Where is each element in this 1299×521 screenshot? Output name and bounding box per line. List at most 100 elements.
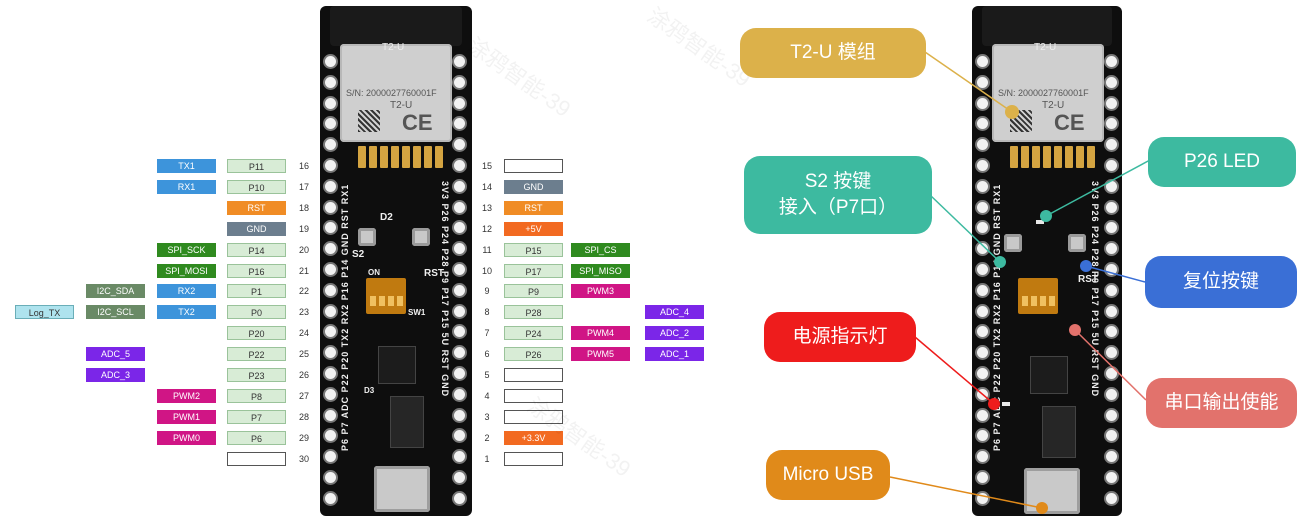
header-hole: [1106, 97, 1117, 109]
micro-usb-port: [374, 466, 430, 512]
header-hole: [325, 347, 336, 359]
power-marker: [988, 398, 1000, 410]
pin-name: P7: [227, 409, 286, 424]
module-title-2: T2-U: [1034, 42, 1057, 53]
pin-number: 11: [482, 244, 492, 255]
pin-number: 27: [298, 390, 309, 401]
header-hole: [325, 368, 336, 379]
pin-function: TX1: [157, 159, 216, 173]
header-hole: [325, 222, 336, 234]
header-hole: [977, 305, 988, 317]
ce-mark-2: CE: [1054, 110, 1085, 135]
header-hole: [454, 180, 465, 192]
pin-function: I2C_SCL: [86, 305, 145, 320]
module-title: T2-U: [382, 42, 405, 53]
pin-function: Log_TX: [15, 305, 74, 320]
callout-s2-line2: 接入（P7口）: [778, 197, 898, 218]
silk-d2: D2: [380, 212, 393, 223]
header-hole: [1106, 326, 1117, 338]
module-pad: [358, 146, 366, 168]
pin-function: SPI_MISO: [571, 263, 630, 278]
header-hole: [454, 326, 465, 338]
pin-number: 6: [484, 349, 490, 360]
pin-name: +3.3V: [504, 430, 563, 445]
pin-number: 2: [484, 432, 490, 443]
header-hole: [454, 492, 465, 504]
header-hole: [977, 118, 988, 130]
header-hole: [977, 180, 988, 192]
header-hole: [1106, 118, 1117, 130]
header-hole: [977, 139, 988, 151]
serial-marker: [1069, 324, 1081, 336]
header-hole: [1106, 492, 1117, 504]
pin-number: 12: [481, 223, 492, 234]
left-board-image: T2-U S/N: 2000027760001F T2-U CE P6 P7 A…: [320, 6, 472, 516]
pin-name: +5V: [504, 221, 563, 236]
pin-name: P10: [227, 179, 286, 194]
header-hole: [454, 472, 465, 483]
pin-name: [504, 451, 563, 466]
header-hole: [1106, 56, 1117, 67]
pin-name: P22: [227, 347, 286, 362]
qr-code-icon: [358, 110, 380, 132]
pin-function: PWM3: [571, 284, 630, 299]
header-hole: [1106, 284, 1117, 296]
header-hole: [325, 326, 336, 338]
header-hole: [977, 222, 988, 234]
header-hole: [454, 409, 465, 421]
t2u-module: T2-U S/N: 2000027760001F T2-U CE: [340, 42, 452, 142]
module-pad: [369, 146, 377, 168]
pin-number: 13: [481, 202, 492, 213]
module-name-2: T2-U: [1042, 100, 1065, 111]
pin-number: 14: [481, 181, 492, 192]
header-hole: [325, 243, 336, 255]
pin-function: SPI_SCK: [157, 242, 216, 257]
pin-name: [504, 409, 563, 424]
pin-number: 26: [298, 370, 309, 380]
header-hole: [454, 430, 465, 442]
pin-name: GND: [504, 179, 563, 194]
pin-name: P6: [227, 430, 286, 445]
header-hole: [325, 451, 336, 463]
pin-number: 29: [298, 432, 309, 443]
header-hole: [454, 264, 465, 275]
header-hole: [454, 76, 465, 88]
board-header-cap-2: [982, 6, 1112, 46]
pin-number: 22: [298, 286, 309, 297]
header-hole: [1106, 451, 1117, 463]
header-hole: [454, 305, 465, 317]
pin-function: ADC_1: [645, 347, 704, 362]
header-hole: [325, 430, 336, 442]
module-pad: [1010, 146, 1018, 168]
header-hole: [1106, 347, 1117, 359]
header-hole: [454, 451, 465, 463]
pin-number: 5: [484, 370, 490, 380]
module-pad: [1065, 146, 1073, 168]
pin-number: 20: [298, 244, 309, 255]
callout-serial: 串口输出使能: [1146, 378, 1297, 428]
header-hole: [977, 472, 988, 483]
pin-number: 10: [481, 265, 492, 276]
pin-name: P14: [227, 242, 286, 257]
pin-function: PWM0: [157, 430, 216, 445]
pin-name: P28: [504, 305, 563, 320]
callout-reset: 复位按键: [1145, 256, 1297, 308]
pin-number: 17: [298, 181, 309, 192]
module-pad: [380, 146, 388, 168]
pin-name: P0: [227, 305, 286, 320]
callout-led: P26 LED: [1148, 137, 1296, 187]
header-hole: [325, 472, 336, 483]
header-hole: [454, 388, 465, 400]
header-hole: [1106, 388, 1117, 400]
power-led: [1002, 402, 1010, 406]
module-pad: [435, 146, 443, 168]
module-pad: [424, 146, 432, 168]
header-hole: [325, 118, 336, 130]
header-hole: [977, 264, 988, 275]
module-pad: [1032, 146, 1040, 168]
pin-function: ADC_4: [645, 305, 704, 320]
pin-number: 16: [298, 161, 309, 171]
header-hole: [325, 56, 336, 67]
s2-marker: [994, 256, 1006, 268]
